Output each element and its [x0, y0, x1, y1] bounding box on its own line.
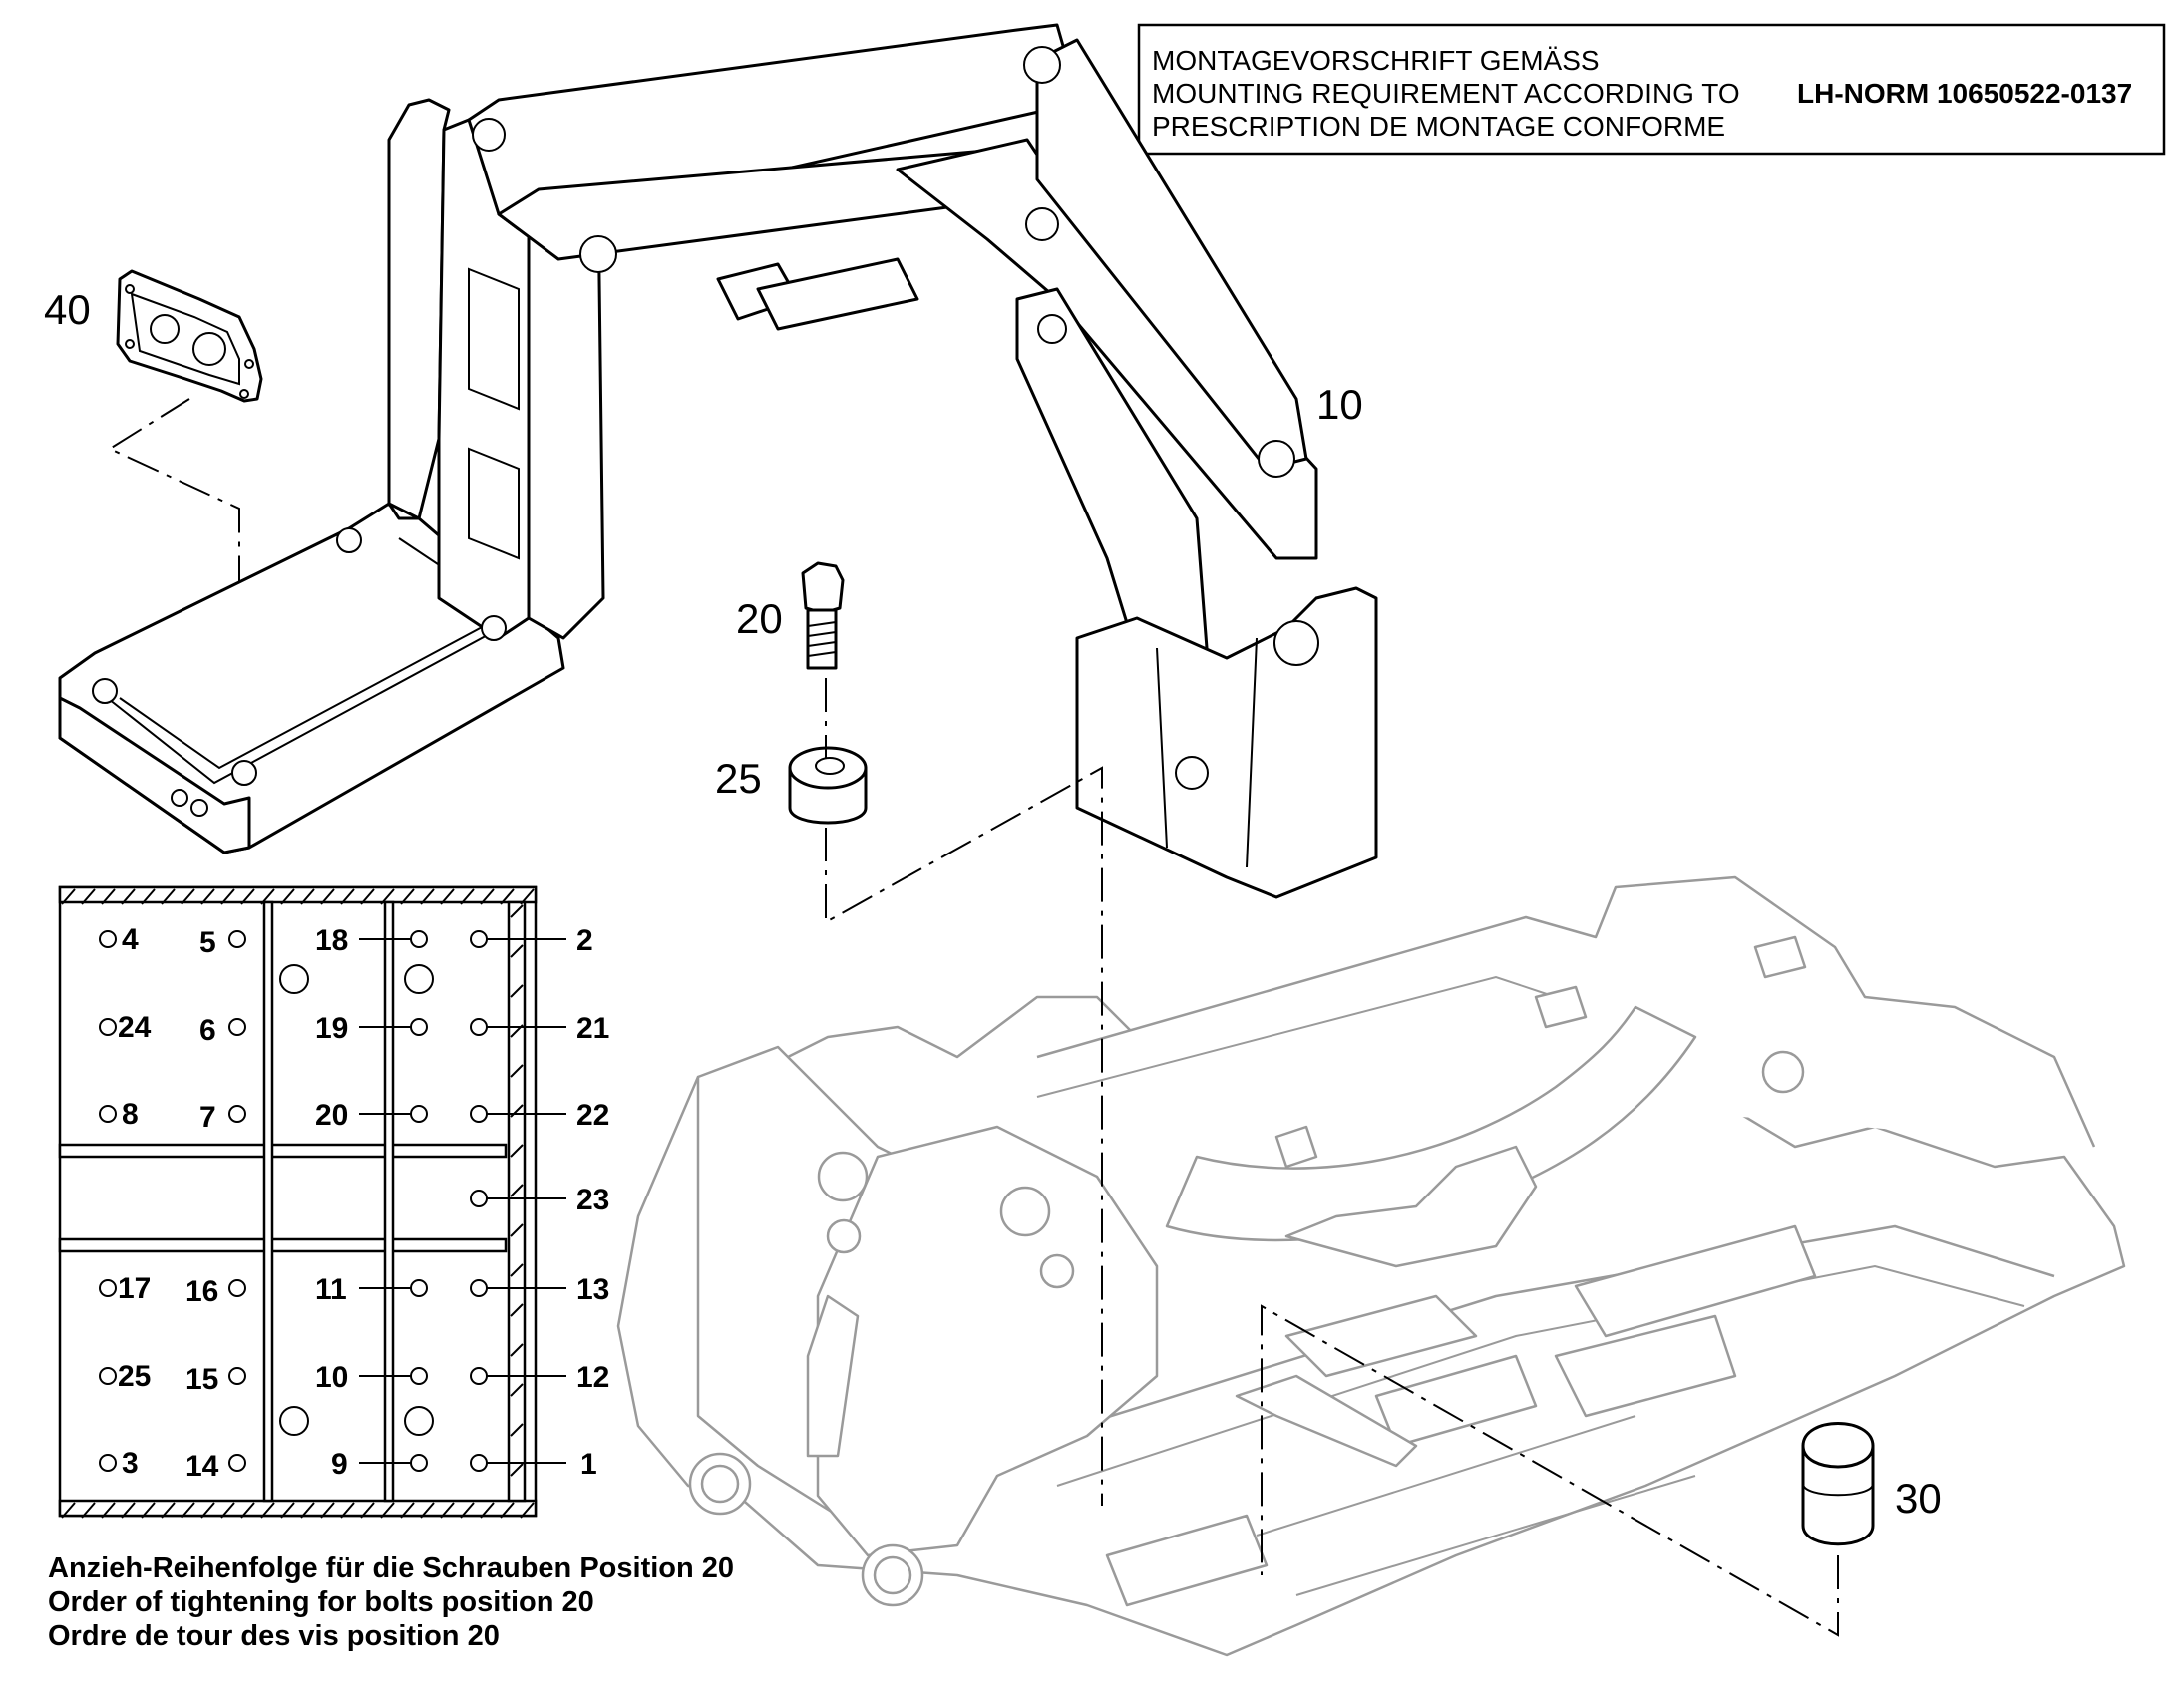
- seq-label: 14: [185, 1450, 219, 1483]
- seq-label: 3: [122, 1447, 139, 1480]
- seq-label: 13: [576, 1273, 609, 1306]
- part-label-10: 10: [1316, 381, 1363, 428]
- seq-label: 18: [315, 924, 348, 957]
- part-30-cap-nut: [1801, 1422, 1875, 1546]
- caption-en: Order of tightening for bolts position 2…: [48, 1586, 594, 1618]
- seq-label: 22: [576, 1099, 609, 1132]
- seq-label: 8: [122, 1098, 139, 1131]
- seq-label: 9: [331, 1448, 348, 1481]
- part-label-40: 40: [44, 286, 91, 333]
- seq-label: 6: [199, 1014, 216, 1047]
- part-label-20: 20: [736, 595, 783, 642]
- part-10-arm-assembly: [467, 23, 1378, 899]
- requirement-norm: LH-NORM 10650522-0137: [1797, 78, 2132, 109]
- requirement-line-de: MONTAGEVORSCHRIFT GEMÄSS: [1152, 45, 1600, 76]
- part-20-bolt: [801, 561, 845, 670]
- leader-line-25: [825, 766, 1103, 1506]
- frame-bracket-drawing: [58, 98, 605, 854]
- mounting-requirement-box: MONTAGEVORSCHRIFT GEMÄSS MOUNTING REQUIR…: [1137, 23, 2166, 156]
- caption-de: Anzieh-Reihenfolge für die Schrauben Pos…: [48, 1552, 734, 1584]
- seq-label: 1: [580, 1448, 597, 1481]
- seq-label: 10: [315, 1361, 348, 1394]
- seq-label: 7: [199, 1101, 216, 1134]
- base-frame-drawing: [616, 875, 2126, 1657]
- requirement-line-fr: PRESCRIPTION DE MONTAGE CONFORME: [1152, 111, 1725, 142]
- caption-fr: Ordre de tour des vis position 20: [48, 1620, 500, 1652]
- seq-label: 4: [122, 923, 139, 956]
- part-40-cover-plate: [116, 269, 263, 403]
- seq-label: 17: [118, 1272, 151, 1305]
- seq-label: 5: [199, 926, 216, 959]
- seq-label: 16: [185, 1275, 218, 1308]
- seq-label: 2: [576, 924, 593, 957]
- part-label-25: 25: [715, 755, 762, 802]
- seq-label: 11: [315, 1273, 347, 1306]
- requirement-line-en: MOUNTING REQUIREMENT ACCORDING TO: [1152, 78, 1740, 109]
- seq-label: 20: [315, 1099, 348, 1132]
- part-25-bushing: [788, 746, 868, 825]
- seq-label: 15: [185, 1363, 218, 1396]
- seq-label: 19: [315, 1012, 348, 1045]
- seq-label: 23: [576, 1184, 609, 1216]
- part-label-30: 30: [1895, 1475, 1942, 1522]
- tightening-sequence-table: 4 24 8 5 6 7 18 19 20 2 21 22 23 17 25 3…: [58, 885, 609, 1519]
- seq-label: 12: [576, 1361, 609, 1394]
- seq-label: 24: [118, 1011, 152, 1044]
- seq-label: 25: [118, 1360, 151, 1393]
- leader-line-30: [1261, 1304, 1839, 1637]
- seq-label: 21: [576, 1012, 609, 1045]
